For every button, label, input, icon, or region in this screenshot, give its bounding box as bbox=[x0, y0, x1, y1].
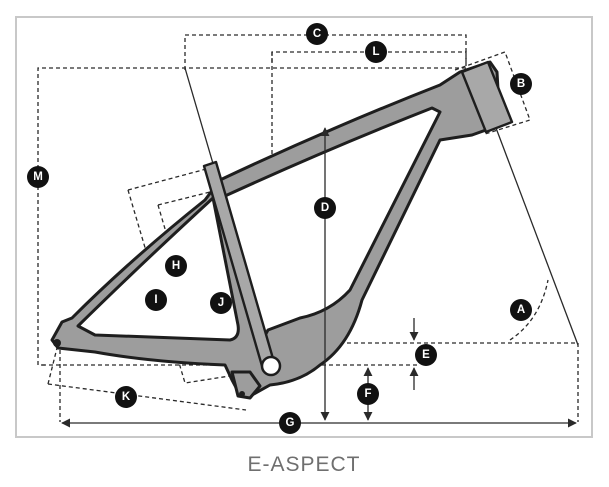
badge-l-label: L bbox=[372, 46, 379, 58]
badge-a-label: A bbox=[517, 304, 525, 316]
badge-d-label: D bbox=[321, 202, 329, 214]
badge-b: B bbox=[510, 73, 532, 95]
bottom-bracket bbox=[260, 355, 282, 377]
bike-frame bbox=[50, 60, 514, 400]
badge-l: L bbox=[365, 41, 387, 63]
badge-h: H bbox=[165, 255, 187, 277]
motor-bolt bbox=[239, 391, 245, 397]
badge-g-label: G bbox=[286, 417, 295, 429]
frame-triangle-opening bbox=[223, 106, 442, 350]
badge-e-label: E bbox=[422, 349, 430, 361]
chainstay-guide bbox=[47, 383, 247, 411]
badge-g: G bbox=[279, 412, 301, 434]
badge-f-label: F bbox=[364, 388, 371, 400]
badge-c: C bbox=[306, 23, 328, 45]
motor-housing-bottom bbox=[230, 370, 262, 400]
badge-m: M bbox=[27, 166, 49, 188]
head-tube bbox=[460, 60, 514, 134]
diagram-border bbox=[15, 16, 593, 438]
badge-m-label: M bbox=[33, 171, 43, 183]
model-caption: E-ASPECT bbox=[247, 453, 360, 476]
badge-j-label: J bbox=[218, 297, 224, 309]
dimension-arrows bbox=[61, 127, 577, 428]
badge-c-label: C bbox=[313, 28, 321, 40]
badge-h-label: H bbox=[172, 260, 180, 272]
badge-i-label: I bbox=[154, 294, 157, 306]
guide-j-top bbox=[157, 189, 219, 206]
badge-k-label: K bbox=[122, 391, 131, 403]
badge-k: K bbox=[115, 386, 137, 408]
guide-b bbox=[454, 51, 531, 135]
badge-f: F bbox=[357, 383, 379, 405]
rear-dropout bbox=[53, 339, 61, 347]
badge-b-label: B bbox=[517, 78, 525, 90]
head-angle-arc bbox=[509, 279, 549, 341]
badge-a: A bbox=[510, 299, 532, 321]
badge-j: J bbox=[210, 292, 232, 314]
badge-i: I bbox=[145, 289, 167, 311]
chainstay-guide-end bbox=[47, 343, 59, 385]
badge-e: E bbox=[415, 344, 437, 366]
badge-d: D bbox=[314, 197, 336, 219]
rear-triangle-opening bbox=[76, 196, 240, 342]
